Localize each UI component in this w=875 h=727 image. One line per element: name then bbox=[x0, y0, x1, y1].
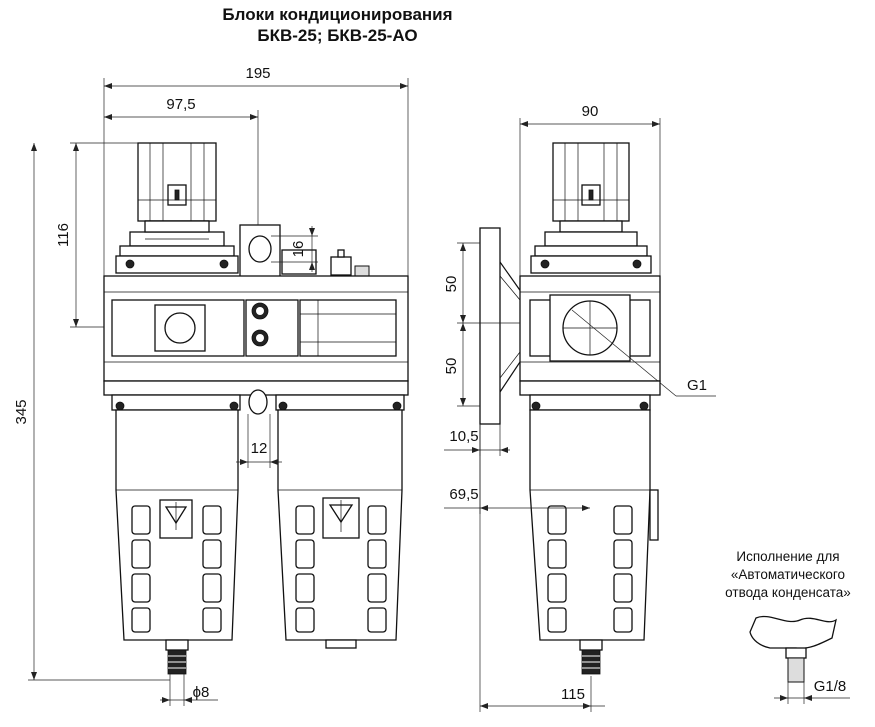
side-dimensions: 90 50 50 10,5 69,5 115 G1 bbox=[443, 103, 716, 712]
dim-phi-8: ϕ8 bbox=[193, 684, 210, 701]
note-line-2: «Автоматического bbox=[730, 567, 846, 582]
dim-50-top: 50 bbox=[443, 276, 460, 293]
auto-drain-detail: G1/8 bbox=[749, 615, 850, 704]
title-line-2: БКВ-25; БКВ-25-АО bbox=[257, 26, 418, 45]
dim-69-5: 69,5 bbox=[449, 486, 478, 503]
dim-16: 16 bbox=[290, 241, 307, 258]
label-g1: G1 bbox=[687, 377, 707, 394]
side-bracket-plate bbox=[479, 227, 501, 425]
dim-90: 90 bbox=[582, 103, 599, 120]
front-dimensions: 195 97,5 116 345 16 12 ϕ8 bbox=[13, 65, 409, 706]
dim-195: 195 bbox=[245, 65, 270, 82]
regulator-knob bbox=[137, 142, 217, 222]
note-line-3: отвода конденсата» bbox=[725, 585, 851, 600]
dim-12: 12 bbox=[251, 440, 268, 457]
side-regulator-knob bbox=[552, 142, 630, 222]
dim-10-5: 10,5 bbox=[449, 428, 478, 445]
title-line-1: Блоки кондиционирования bbox=[222, 5, 453, 24]
dim-115: 115 bbox=[561, 686, 585, 703]
front-view bbox=[103, 142, 409, 675]
side-view bbox=[479, 142, 677, 675]
dim-50-bottom: 50 bbox=[443, 358, 460, 375]
note-line-1: Исполнение для bbox=[736, 549, 840, 564]
dim-116: 116 bbox=[55, 223, 72, 247]
label-g1-8: G1/8 bbox=[814, 678, 847, 695]
auto-drain-fitting bbox=[787, 657, 805, 683]
dim-345: 345 bbox=[13, 399, 30, 424]
dim-97-5: 97,5 bbox=[166, 96, 195, 113]
